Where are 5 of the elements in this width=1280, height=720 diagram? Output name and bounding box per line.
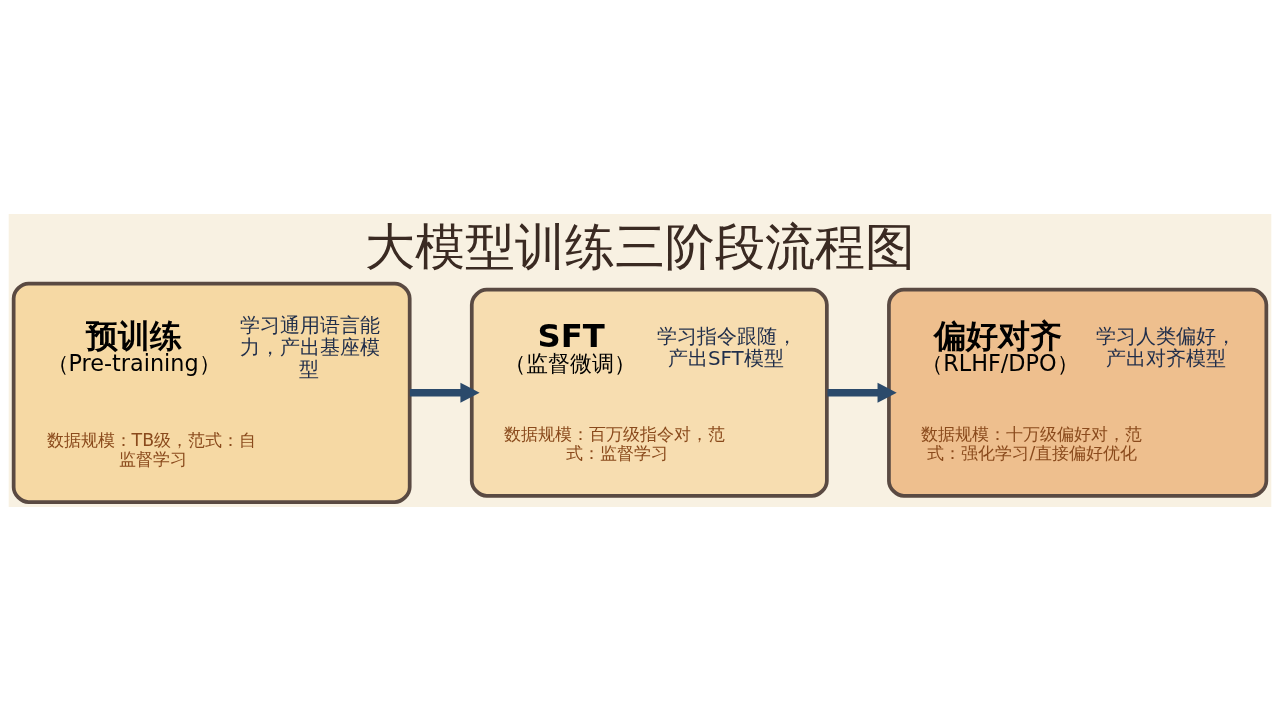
- node-box: 偏好对齐 （RLHF/DPO） 学习人类偏好，产出对齐模型 数据规模：十万级偏好对，范式：强化学习/直接偏好优化: [887, 287, 1269, 498]
- arrow: [827, 382, 897, 403]
- arrow: [409, 382, 480, 403]
- node-box: SFT （监督微调） 学习指令跟随，产出SFT模型 数据规模：百万级指令对，范式：监督学习: [469, 287, 829, 498]
- diagram-title: 大模型训练三阶段流程图: [365, 217, 915, 276]
